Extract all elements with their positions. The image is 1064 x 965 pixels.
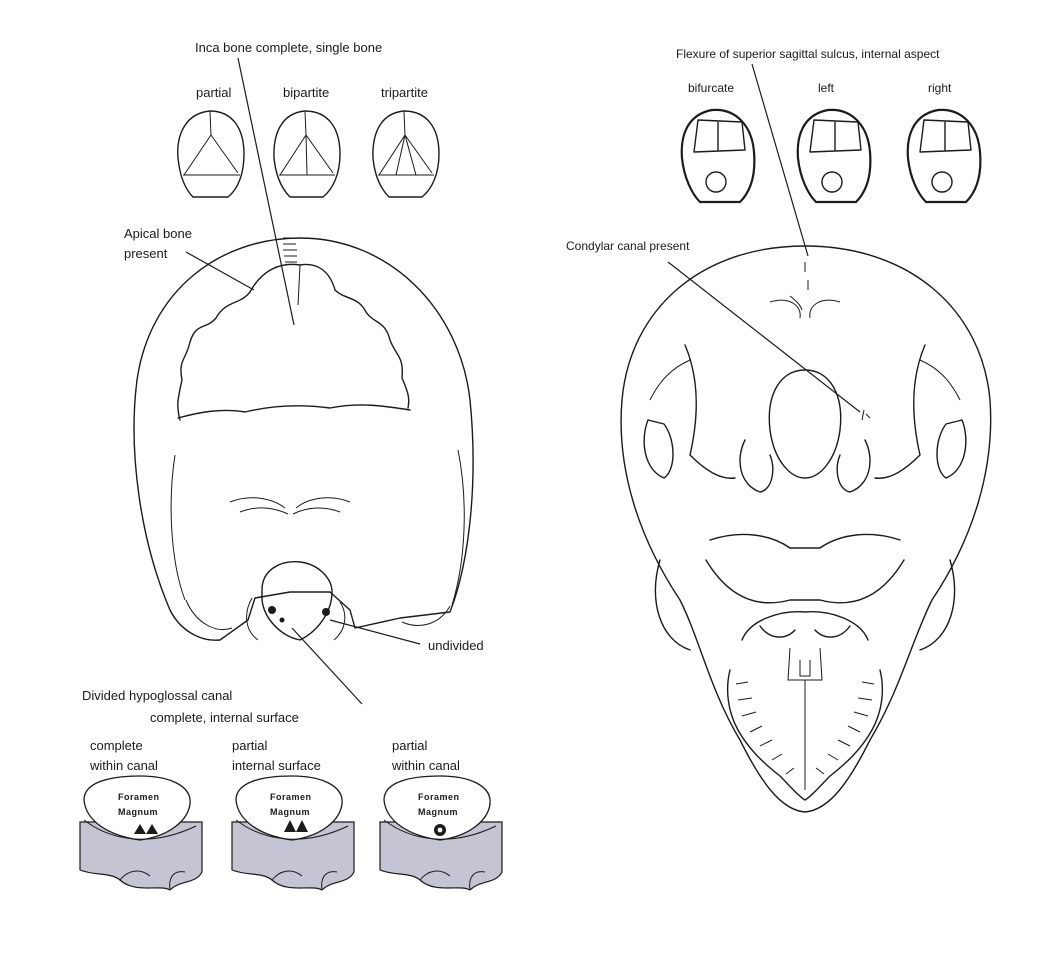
foramen-label-2a: Foramen	[270, 792, 312, 802]
undivided-label: undivided	[428, 638, 484, 653]
foramen-label-1a: Foramen	[118, 792, 160, 802]
fm-variant2-caption-line1: partial	[232, 738, 268, 753]
fm-variant3-caption-line2: within canal	[391, 758, 460, 773]
foramen-label-3a: Foramen	[418, 792, 460, 802]
fm-variant1-caption-line2: within canal	[89, 758, 158, 773]
inca-partial-label: partial	[196, 85, 232, 100]
flexure-left-thumbnail	[798, 110, 871, 202]
fm-variant3-caption-line1: partial	[392, 738, 428, 753]
fm-variant1-caption-line1: complete	[90, 738, 143, 753]
fm-variant2-drawing: Foramen Magnum	[232, 776, 354, 890]
flexure-left-label: left	[818, 81, 835, 95]
fm-variant3-drawing: Foramen Magnum	[380, 776, 502, 890]
flexure-right-thumbnail	[908, 110, 981, 202]
posterior-skull-drawing	[134, 238, 473, 640]
condylar-leader-line	[668, 262, 860, 412]
flexure-bifurcate-thumbnail	[682, 110, 755, 202]
flexure-right-label: right	[928, 81, 952, 95]
inca-bipartite-thumbnail	[274, 111, 340, 197]
foramen-label-1b: Magnum	[118, 807, 158, 817]
hypoglossal-label-line1: Divided hypoglossal canal	[82, 688, 232, 703]
condylar-canal-label: Condylar canal present	[566, 239, 690, 253]
flexure-leader-line	[752, 64, 808, 256]
hypoglossal-label-line2: complete, internal surface	[150, 710, 299, 725]
inca-bipartite-label: bipartite	[283, 85, 329, 100]
posterior-skull-panel: Inca bone complete, single bone partial …	[80, 40, 502, 890]
inca-tripartite-thumbnail	[373, 111, 439, 197]
inca-tripartite-label: tripartite	[381, 85, 428, 100]
apical-bone-label-line1: Apical bone	[124, 226, 192, 241]
fm-variant2-caption-line2: internal surface	[232, 758, 321, 773]
basal-skull-panel: Flexure of superior sagittal sulcus, int…	[566, 47, 991, 812]
hypoglossal-leader-line	[292, 628, 362, 704]
basal-skull-drawing	[621, 246, 991, 812]
flexure-bifurcate-label: bifurcate	[688, 81, 734, 95]
foramen-label-2b: Magnum	[270, 807, 310, 817]
foramen-label-3b: Magnum	[418, 807, 458, 817]
apical-bone-label-line2: present	[124, 246, 168, 261]
fm-variant1-drawing: Foramen Magnum	[80, 776, 202, 890]
inca-partial-thumbnail	[178, 111, 244, 197]
flexure-label: Flexure of superior sagittal sulcus, int…	[676, 47, 940, 61]
inca-bone-label: Inca bone complete, single bone	[195, 40, 382, 55]
